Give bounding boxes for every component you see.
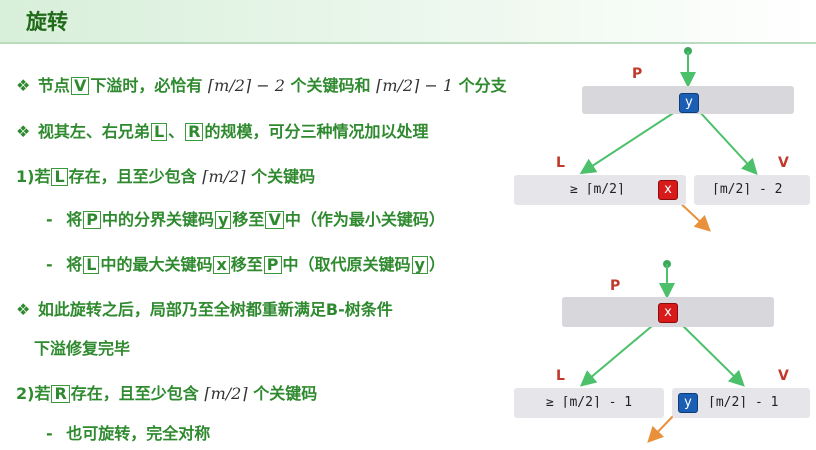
node-l-box: L (51, 168, 68, 186)
node-v-box: V (265, 211, 284, 229)
text: 移至 (232, 210, 265, 229)
text: 个分支 (458, 76, 507, 95)
key-y: y (678, 393, 698, 413)
edge-p-l (579, 109, 679, 175)
text: 中（取代原关键码 (282, 255, 411, 274)
key-x: x (658, 303, 678, 323)
text: 个关键码 (253, 384, 318, 403)
math: ⌈m/2⌉ (202, 167, 246, 186)
node-l-box: L (150, 123, 168, 141)
text: 中的分界关键码 (101, 210, 214, 229)
node-l: ≥ ⌈m/2⌉ - 1 (514, 388, 664, 418)
label-p: P (632, 66, 643, 82)
key-y: y (679, 93, 699, 113)
text: 视其左、右兄弟 (37, 122, 150, 141)
dash: - (46, 424, 53, 443)
edge-p-v (697, 109, 758, 175)
text: 存在，且至少包含 (70, 384, 199, 403)
text: 个关键码和 (290, 76, 371, 95)
text: 中（作为最小关键码） (284, 210, 445, 229)
text: 如此旋转之后，局部乃至全树都重新满足B-树条件 (37, 300, 393, 319)
node-v: ⌈m/2⌉ - 2 (694, 175, 810, 205)
node-l-box: L (83, 256, 100, 274)
node-v-text: ⌈m/2⌉ - 2 (712, 182, 783, 197)
key-y-box: y (214, 211, 232, 229)
node-p-box: P (83, 211, 101, 229)
node-v-box: V (70, 77, 90, 95)
text: ） (428, 255, 445, 274)
math: ⌈m/2⌉ (204, 384, 248, 403)
label-v: V (778, 368, 789, 384)
node-v-text: ⌈m/2⌉ - 1 (708, 395, 779, 410)
bullet-icon: ❖ (16, 76, 31, 95)
bullet-icon: ❖ (16, 300, 31, 319)
bullet-icon: ❖ (16, 122, 31, 141)
page-title: 旋转 (26, 10, 68, 34)
text: 下溢时，必恰有 (90, 76, 203, 95)
text: 下溢修复完毕 (34, 339, 131, 358)
dash: - (46, 255, 53, 274)
math: ⌈m/2⌉ − 2 (207, 76, 285, 95)
line-6: ❖ 如此旋转之后，局部乃至全树都重新满足B-树条件 (16, 296, 393, 320)
text: 的规模，可分三种情况加以处理 (204, 122, 429, 141)
key-y-box: y (411, 256, 428, 274)
text: 也可旋转，完全对称 (66, 424, 211, 443)
label-l: L (556, 155, 565, 171)
node-r-box: R (51, 385, 70, 403)
text: 移至 (230, 255, 263, 274)
text: 2)若 (16, 384, 51, 403)
node-l-text: ≥ ⌈m/2⌉ - 1 (546, 395, 633, 410)
text: 中的最大关键码 (100, 255, 213, 274)
label-l: L (556, 368, 565, 384)
title-bar: 旋转 (0, 0, 816, 44)
text: 、 (168, 122, 185, 141)
text: 存在，且至少包含 (68, 167, 197, 186)
label-v: V (778, 155, 789, 171)
label-p: P (610, 278, 621, 294)
node-l-text: ≥ ⌈m/2⌉ (570, 182, 625, 197)
text: 将 (66, 255, 83, 274)
math: ⌈m/2⌉ − 1 (376, 76, 454, 95)
node-p-box: P (263, 256, 282, 274)
text: 个关键码 (251, 167, 316, 186)
text: 将 (66, 210, 83, 229)
line-9: - 也可旋转，完全对称 (46, 420, 210, 444)
key-x-box: x (213, 256, 230, 274)
node-l: ≥ ⌈m/2⌉ (514, 175, 686, 205)
node-r-box: R (185, 123, 204, 141)
text: 1)若 (16, 167, 51, 186)
text: 节点 (37, 76, 70, 95)
dash: - (46, 210, 53, 229)
key-x: x (658, 180, 678, 200)
line-7: 下溢修复完毕 (34, 335, 130, 359)
